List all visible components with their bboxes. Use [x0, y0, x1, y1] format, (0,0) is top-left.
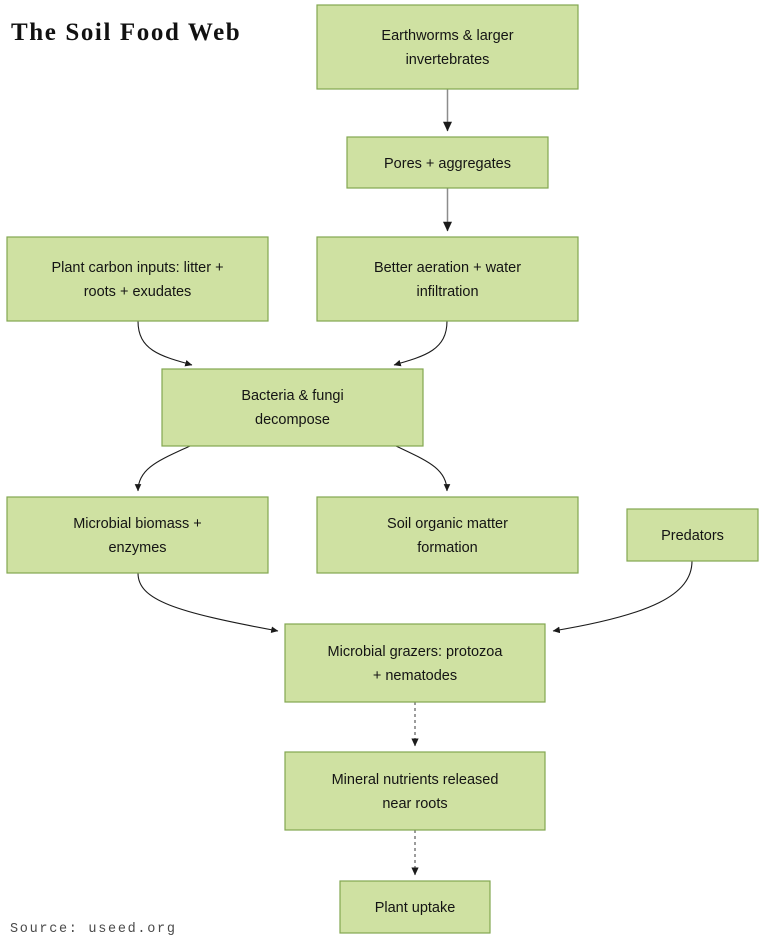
node-plant-carbon[interactable]: Plant carbon inputs: litter + roots + ex…	[6, 236, 269, 322]
node-label-earthworms-line1: Earthworms & larger	[381, 28, 513, 44]
node-soil-organic-matter[interactable]: Soil organic matter formation	[316, 496, 579, 574]
node-label-earthworms-line2: invertebrates	[406, 52, 490, 68]
node-label-mineral-nutrients-line1: Mineral nutrients released	[332, 772, 499, 788]
node-rect-microbial-grazers	[284, 623, 546, 703]
node-rect-predators	[626, 508, 759, 562]
node-label-microbial-grazers-line2: + nematodes	[373, 668, 457, 684]
node-label-microbial-biomass-line1: Microbial biomass +	[73, 516, 202, 532]
node-predators[interactable]: Predators	[626, 508, 759, 562]
edge-layer	[134, 89, 693, 876]
node-label-bacteria-fungi-line2: decompose	[255, 412, 330, 428]
page-title: The Soil Food Web	[11, 19, 241, 46]
source-attribution: Source: useed.org	[10, 922, 177, 937]
node-earthworms[interactable]: Earthworms & larger invertebrates	[316, 4, 579, 90]
edge-aeration-to-bacteria	[393, 320, 448, 367]
node-label-soil-organic-matter-line2: formation	[417, 540, 477, 556]
edge-bacteria-to-soil-organic-matter	[395, 445, 451, 492]
edge-microbial-biomass-to-grazers	[137, 572, 279, 634]
edge-plant-carbon-to-bacteria	[137, 320, 193, 367]
node-aeration[interactable]: Better aeration + water infiltration	[316, 236, 579, 322]
node-rect-earthworms	[316, 4, 579, 90]
node-label-microbial-grazers-line1: Microbial grazers: protozoa	[328, 644, 504, 660]
node-rect-pores	[346, 136, 549, 189]
edge-predators-to-grazers	[552, 560, 693, 634]
node-label-aeration-line1: Better aeration + water	[374, 260, 521, 276]
node-label-soil-organic-matter-line1: Soil organic matter	[387, 516, 508, 532]
node-rect-mineral-nutrients	[284, 751, 546, 831]
node-label-plant-carbon-line2: roots + exudates	[84, 284, 192, 300]
node-plant-uptake[interactable]: Plant uptake	[339, 880, 491, 934]
node-bacteria-fungi[interactable]: Bacteria & fungi decompose	[161, 368, 424, 447]
node-label-aeration-line2: infiltration	[416, 284, 478, 300]
node-rect-bacteria-fungi	[161, 368, 424, 447]
node-rect-plant-carbon	[6, 236, 269, 322]
node-rect-microbial-biomass	[6, 496, 269, 574]
node-pores[interactable]: Pores + aggregates	[346, 136, 549, 189]
node-microbial-grazers[interactable]: Microbial grazers: protozoa + nematodes	[284, 623, 546, 703]
node-label-predators-line1: Predators	[661, 528, 724, 544]
node-mineral-nutrients[interactable]: Mineral nutrients released near roots	[284, 751, 546, 831]
edge-bacteria-to-microbial-biomass	[134, 445, 191, 492]
node-rect-soil-organic-matter	[316, 496, 579, 574]
node-rect-aeration	[316, 236, 579, 322]
node-microbial-biomass[interactable]: Microbial biomass + enzymes	[6, 496, 269, 574]
node-rect-plant-uptake	[339, 880, 491, 934]
node-label-bacteria-fungi-line1: Bacteria & fungi	[241, 388, 343, 404]
node-label-plant-carbon-line1: Plant carbon inputs: litter +	[51, 260, 223, 276]
node-label-microbial-biomass-line2: enzymes	[108, 540, 166, 556]
node-label-pores-line1: Pores + aggregates	[384, 156, 511, 172]
node-label-mineral-nutrients-line2: near roots	[382, 796, 447, 812]
node-label-plant-uptake-line1: Plant uptake	[375, 900, 456, 916]
